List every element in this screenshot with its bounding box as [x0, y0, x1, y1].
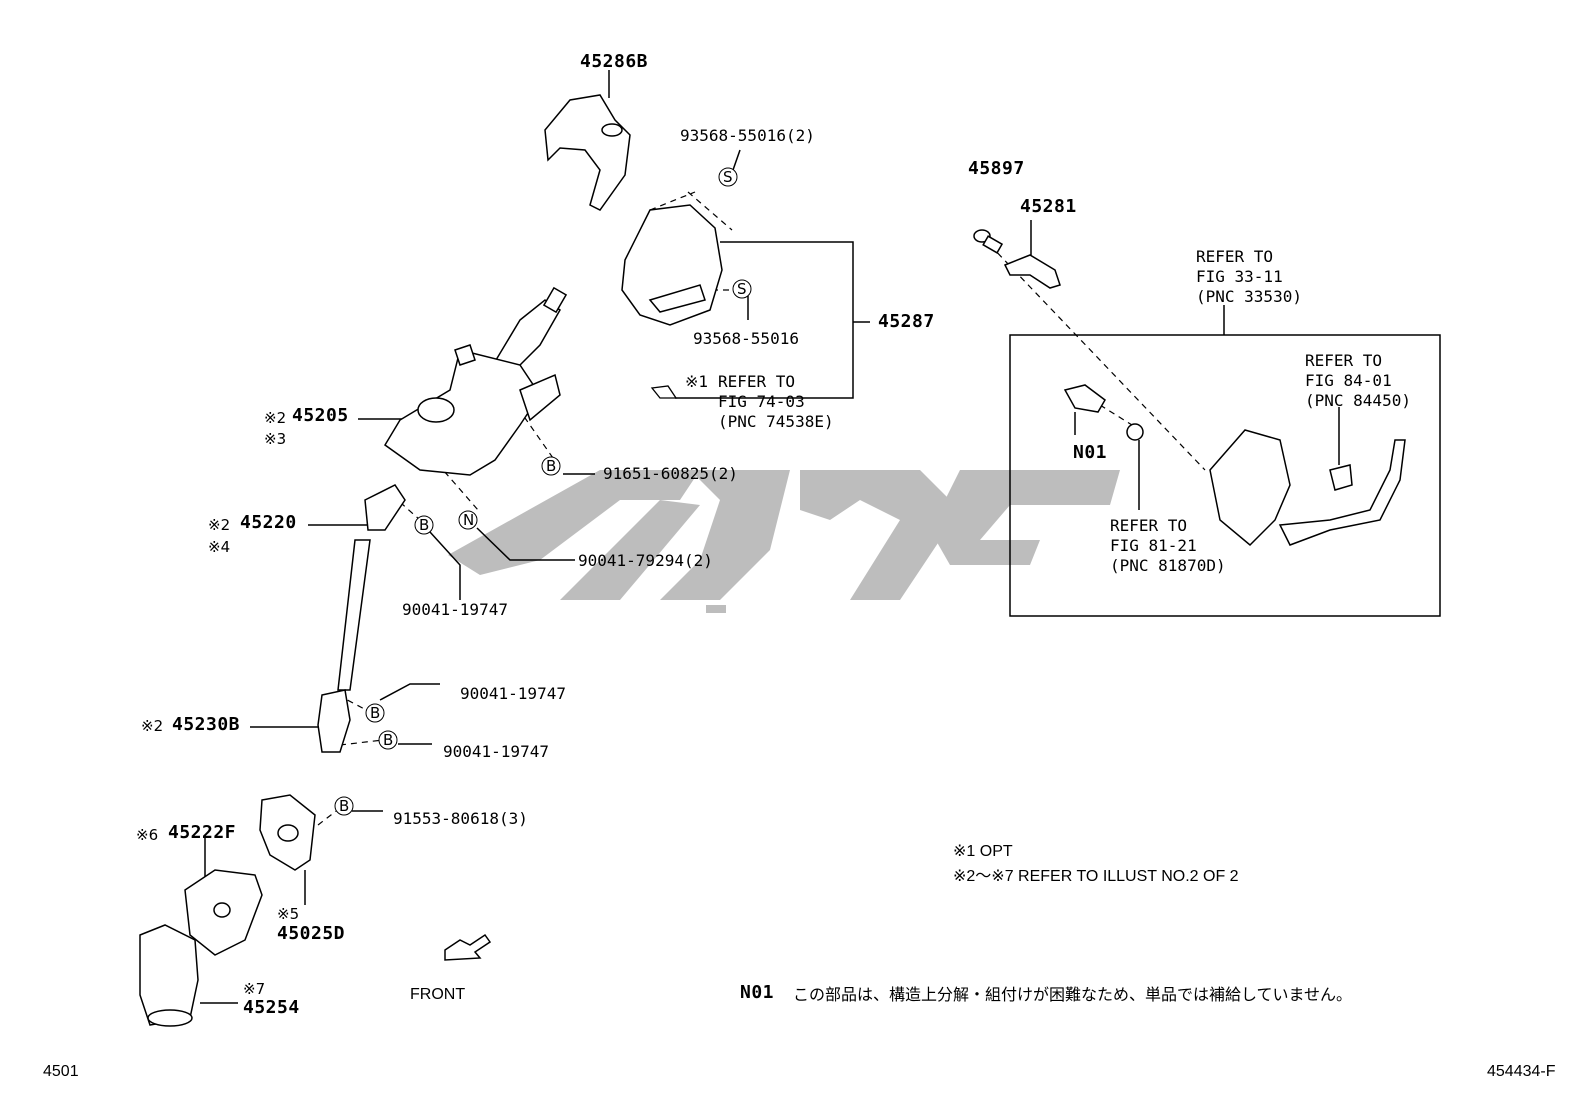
marker-s-lower: S	[737, 280, 747, 298]
marker-45025D: ※5	[277, 905, 300, 923]
intermediate-shaft-45220	[337, 484, 406, 691]
ref84-line2: FIG 84-01	[1305, 371, 1392, 390]
marker-b-91553: B	[339, 797, 350, 815]
ref74-line2: FIG 74-03	[718, 392, 805, 411]
marker-n-90041: N	[463, 511, 475, 529]
n01-footnote-label: N01	[740, 982, 775, 1003]
note-refer-illust: ※2～※7 REFER TO ILLUST NO.2 OF 2	[953, 868, 1239, 885]
ref84-line1: REFER TO	[1305, 351, 1383, 370]
ref81-line1: REFER TO	[1110, 516, 1188, 535]
part-45222F: 45222F	[168, 822, 237, 843]
ornament-74-03	[650, 385, 678, 399]
part-45286B: 45286B	[580, 51, 649, 72]
bolt-45897	[973, 229, 1004, 254]
part-90041-79294: 90041-79294(2)	[578, 551, 713, 570]
front-label: FRONT	[410, 986, 466, 1003]
marker-45222F: ※6	[136, 826, 159, 844]
part-93568-55016: 93568-55016	[693, 329, 799, 348]
cover-45222F	[184, 869, 263, 956]
part-45025D: 45025D	[277, 923, 346, 944]
marker-s-top: S	[723, 168, 733, 186]
part-45254: 45254	[243, 997, 300, 1018]
marker-45205: ※2	[264, 409, 287, 427]
marker-45254: ※7	[243, 980, 266, 998]
ref74-line1: REFER TO	[718, 372, 796, 391]
marker-b-90041-a: B	[419, 516, 430, 534]
ref81-line3: (PNC 81870D)	[1110, 556, 1226, 575]
ref81-line2: FIG 81-21	[1110, 536, 1197, 555]
clamp-45281	[1003, 254, 1061, 289]
leader-lines	[200, 70, 1441, 1004]
part-90041-19747-a: 90041-19747	[402, 600, 508, 619]
marker-45205-2: ※3	[264, 430, 287, 448]
part-45281: 45281	[1020, 196, 1077, 217]
lower-cover-45287	[621, 204, 723, 326]
part-90041-19747-b: 90041-19747	[460, 684, 566, 703]
marker-45220: ※2	[208, 516, 231, 534]
ref33-line2: FIG 33-11	[1196, 267, 1283, 286]
part-45287: 45287	[878, 311, 935, 332]
front-arrow-icon	[444, 933, 492, 961]
note-opt: ※1 OPT	[953, 843, 1013, 860]
ref33-line3: (PNC 33530)	[1196, 287, 1302, 306]
part-45220: 45220	[240, 512, 297, 533]
watermark-logo	[448, 470, 1120, 613]
marker-45220-2: ※4	[208, 538, 231, 556]
ref33-line1: REFER TO	[1196, 247, 1274, 266]
column-assembly-45205	[384, 286, 568, 476]
ref74-marker: ※1	[685, 372, 709, 391]
joint-45230B	[317, 689, 351, 753]
ref74-line3: (PNC 74538E)	[718, 412, 834, 431]
ref84-line3: (PNC 84450)	[1305, 391, 1411, 410]
circle-markers	[334, 167, 752, 816]
footer-left-code: 4501	[43, 1063, 79, 1080]
boot-45254	[139, 924, 199, 1027]
upper-cover-45286B	[544, 94, 631, 211]
marker-45230B: ※2	[141, 717, 164, 735]
plate-45025D	[259, 794, 316, 871]
n01-footnote-text: この部品は、構造上分解・組付けが困難なため、単品では補給していません。	[793, 985, 1353, 1004]
part-45205: 45205	[292, 405, 349, 426]
footer-right-code: 454434-F	[1487, 1063, 1556, 1080]
part-n01: N01	[1073, 442, 1108, 463]
part-45230B: 45230B	[172, 714, 241, 735]
marker-b-91651: B	[546, 457, 557, 475]
lock-assembly	[1063, 384, 1406, 547]
part-91553-80618: 91553-80618(3)	[393, 809, 528, 828]
part-93568-55016-2: 93568-55016(2)	[680, 126, 815, 145]
part-45897: 45897	[968, 158, 1025, 179]
marker-b-90041-c: B	[383, 731, 394, 749]
marker-b-90041-b: B	[370, 704, 381, 722]
part-91651-60825: 91651-60825(2)	[603, 464, 738, 483]
part-90041-19747-c: 90041-19747	[443, 742, 549, 761]
